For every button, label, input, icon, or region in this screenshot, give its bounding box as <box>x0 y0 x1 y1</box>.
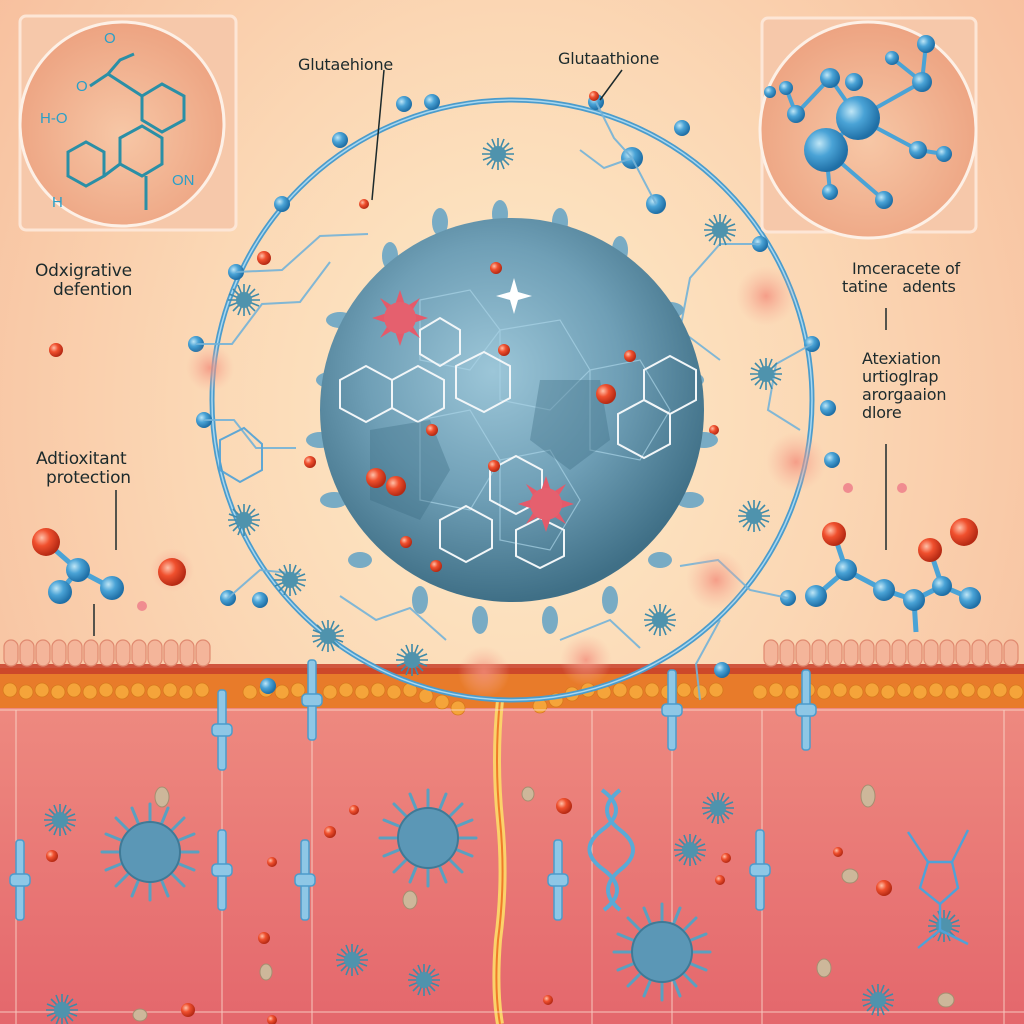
molecule-left <box>32 528 186 611</box>
label-line: dlore <box>862 402 902 422</box>
molecular-structure-icon <box>907 829 970 949</box>
ball-and-stick-molecule-inset <box>758 16 978 240</box>
atom-label: H-O <box>40 110 68 127</box>
label-activation: Atexiation urtioglrap arorgaaion dlore <box>862 350 946 422</box>
label-line: arorgaaion <box>862 384 947 404</box>
atom-label: ON <box>172 172 195 189</box>
label-glutathione-left: Glutaehione <box>298 55 394 74</box>
label-line: Adtioxitant <box>36 449 127 469</box>
molecule-right <box>805 483 981 633</box>
label-glutathione-right: Glutaathione <box>558 49 660 68</box>
atom-label: O <box>104 30 116 47</box>
label-line: Imceracete of <box>852 259 960 278</box>
label-line: defention <box>53 280 133 301</box>
label-antioxidant-protection: Adtioxitant protection <box>36 449 131 489</box>
leader-lines <box>93 69 887 636</box>
label-oxidative-defense: Odxigrative defention <box>35 261 133 301</box>
label-line: urtioglrap <box>862 366 939 386</box>
label-line: Odxigrative <box>35 261 132 281</box>
atom-label: H <box>52 194 63 211</box>
tissue-layer <box>0 639 1024 1024</box>
label-line: Atexiation <box>862 349 941 368</box>
label-increase-agents: Imceracete of tatine adents <box>842 260 960 296</box>
chemical-structure-inset <box>18 14 238 232</box>
villi-right <box>763 639 1019 667</box>
sparkle-icon <box>496 278 532 314</box>
label-line: protection <box>46 468 131 489</box>
label-line: tatine adents <box>842 276 956 296</box>
pathogen-icon <box>100 802 200 902</box>
dna-helix-icon <box>587 788 619 912</box>
atom-label: O <box>76 78 88 95</box>
free-radical-virus-icon <box>372 290 428 346</box>
villi-left <box>3 639 211 667</box>
central-cell <box>304 200 718 634</box>
